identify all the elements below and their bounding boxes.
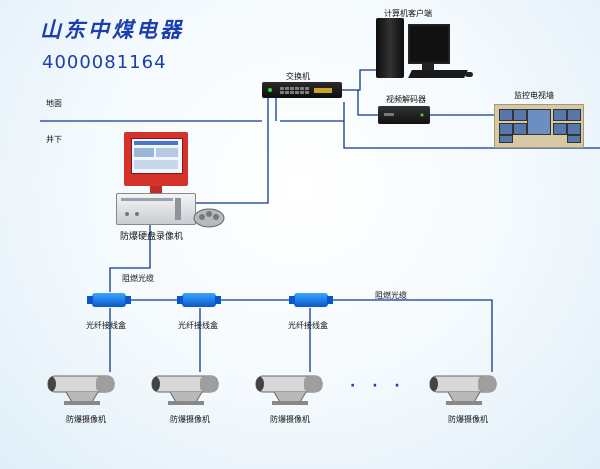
camera-label: 防爆摄像机 bbox=[170, 415, 210, 424]
cable-hub-icon bbox=[192, 206, 226, 228]
recorder-label: 防爆硬盘录像机 bbox=[120, 232, 184, 242]
camera-icon bbox=[151, 375, 219, 405]
tvwall-icon bbox=[494, 104, 584, 148]
switch-pc-line bbox=[342, 69, 380, 91]
zone-surface-label: 地面 bbox=[46, 99, 62, 108]
splice-box-icon bbox=[87, 293, 131, 307]
splice-box-icon bbox=[289, 293, 333, 307]
phone-number: 4000081164 bbox=[42, 52, 167, 73]
camera-label: 防爆摄像机 bbox=[66, 415, 106, 424]
camera-icon bbox=[47, 375, 115, 405]
decoder-icon bbox=[378, 106, 430, 124]
switch-label: 交换机 bbox=[286, 72, 310, 81]
camera-icon bbox=[255, 375, 323, 405]
camera-label: 防爆摄像机 bbox=[270, 415, 310, 424]
splice-box-label: 光纤接线盒 bbox=[288, 321, 328, 330]
cable-label-right: 阻燃光缆 bbox=[375, 291, 407, 300]
switch-recorder-line bbox=[194, 98, 269, 204]
camera-icon bbox=[429, 375, 497, 405]
keyboard-icon bbox=[408, 70, 468, 78]
recorder-stand bbox=[150, 186, 162, 194]
pc-client-label: 计算机客户端 bbox=[384, 9, 432, 18]
company-name: 山东中煤电器 bbox=[40, 17, 184, 42]
switch-icon bbox=[262, 82, 342, 98]
pc-monitor-stand bbox=[422, 62, 434, 72]
zone-underground-label: 井下 bbox=[46, 135, 62, 144]
mouse-icon bbox=[465, 72, 473, 77]
fiber-right-line bbox=[330, 299, 493, 372]
splice-box-label: 光纤接线盒 bbox=[86, 321, 126, 330]
splice-box-label: 光纤接线盒 bbox=[178, 321, 218, 330]
splice-box-icon bbox=[177, 293, 221, 307]
tvwall-label: 监控电视墙 bbox=[514, 91, 554, 100]
decoder-label: 视频解码器 bbox=[386, 95, 426, 104]
recorder-monitor-icon bbox=[124, 132, 188, 186]
camera-label: 防爆摄像机 bbox=[448, 415, 488, 424]
recorder-box-icon bbox=[116, 193, 196, 225]
recorder-splice-line bbox=[109, 223, 151, 292]
pc-monitor-icon bbox=[408, 24, 450, 64]
more-cameras-ellipsis: · · · bbox=[350, 378, 406, 394]
switch-decoder-line bbox=[357, 90, 378, 116]
pc-tower-icon bbox=[376, 18, 404, 78]
cable-label-left: 阻燃光缆 bbox=[122, 274, 154, 283]
